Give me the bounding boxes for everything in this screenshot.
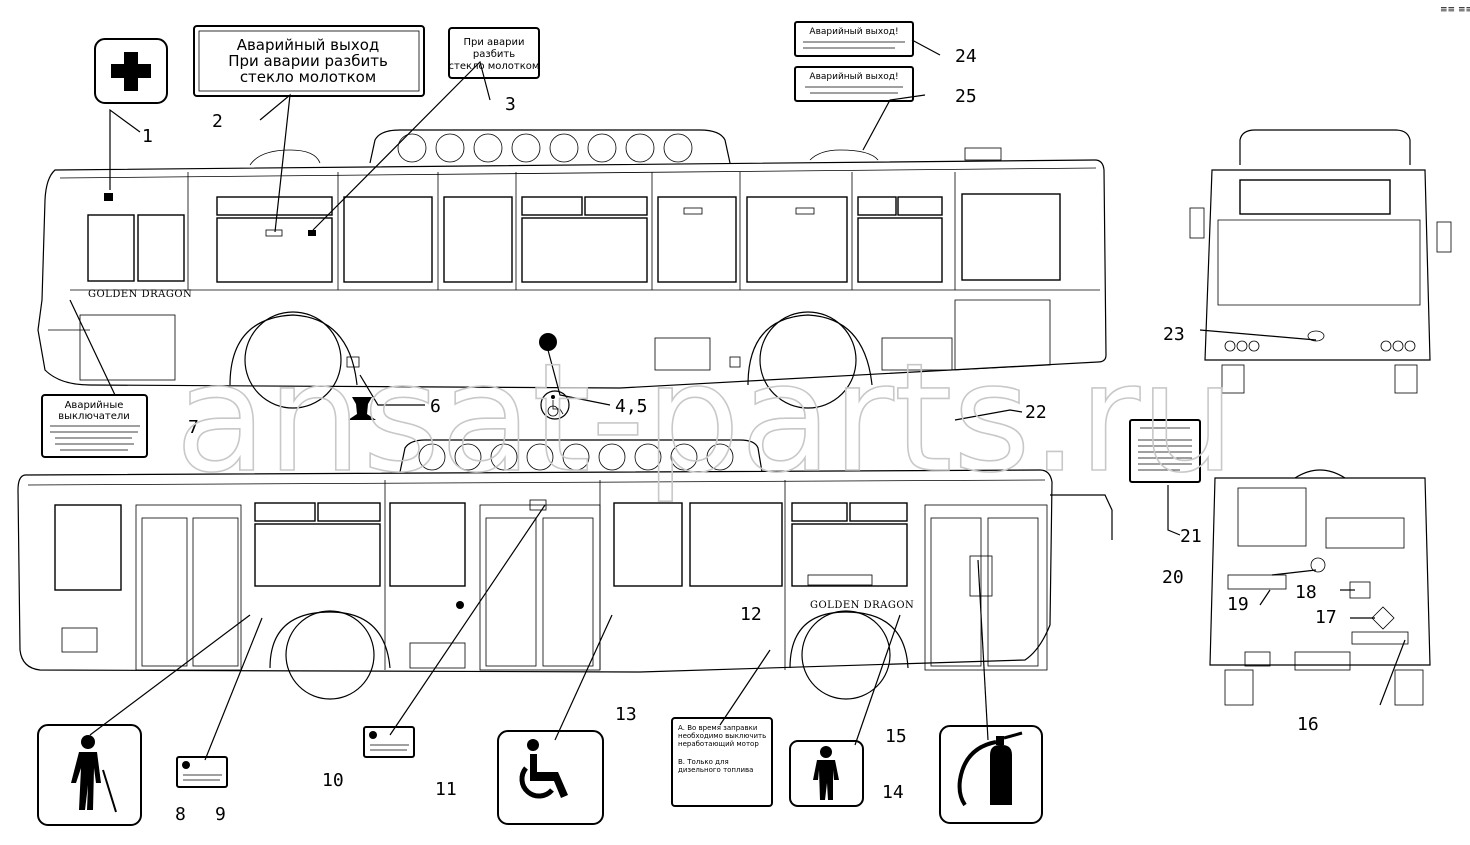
callout-25: 25 xyxy=(955,86,977,107)
bus-side-view-bottom: GOLDEN DRAGON xyxy=(17,439,1113,700)
callout-16: 16 xyxy=(1297,714,1319,735)
callout-4-5: 4,5 xyxy=(615,396,648,417)
sticker-24: Аварийный выход! xyxy=(794,21,914,57)
callout-15: 15 xyxy=(885,726,907,747)
callout-23: 23 xyxy=(1163,324,1185,345)
sticker-fuel: А. Во время заправки необходимо выключит… xyxy=(671,717,773,807)
sticker-25: Аварийный выход! xyxy=(794,66,914,102)
callout-17: 17 xyxy=(1315,607,1337,628)
callout-18: 18 xyxy=(1295,582,1317,603)
dark-circle-sticker xyxy=(539,333,557,351)
wheelchair-small-icon xyxy=(540,390,570,420)
fire-extinguisher-icon xyxy=(957,731,1023,807)
callout-9: 9 xyxy=(215,804,226,825)
callout-1: 1 xyxy=(142,126,153,147)
callout-11: 11 xyxy=(435,779,457,800)
svg-text:Аварийный выход!: Аварийный выход! xyxy=(809,27,898,37)
svg-text:разбить: разбить xyxy=(473,49,515,60)
brand-text-top: GOLDEN DRAGON xyxy=(88,289,192,300)
svg-text:При аварии разбить: При аварии разбить xyxy=(228,52,388,70)
sticker-9 xyxy=(176,756,228,788)
watermark: ansat-parts.ru xyxy=(175,332,1235,506)
svg-text:Аварийные: Аварийные xyxy=(65,400,124,411)
callout-24: 24 xyxy=(955,46,977,67)
callout-2: 2 xyxy=(212,111,223,132)
svg-text:При аварии: При аварии xyxy=(463,37,524,48)
sticker-emergency-exit: Аварийный выход При аварии разбить стекл… xyxy=(193,25,425,97)
svg-text:стекло молотком: стекло молотком xyxy=(449,61,540,72)
callout-21: 21 xyxy=(1180,526,1202,547)
sticker-fire-extinguisher xyxy=(939,725,1043,824)
bus-front-view xyxy=(1189,129,1452,394)
brand-text-bottom: GOLDEN DRAGON xyxy=(810,600,914,611)
callout-6: 6 xyxy=(430,396,441,417)
sticker-10 xyxy=(363,726,415,758)
svg-text:выключатели: выключатели xyxy=(58,411,130,422)
hammer-icon xyxy=(348,397,376,420)
callout-3: 3 xyxy=(505,94,516,115)
wheelchair-icon xyxy=(519,739,568,799)
sticker-blind-person xyxy=(37,724,142,826)
page-mark: ≡≡ ≡≡≡ xyxy=(1440,5,1470,15)
callout-12: 12 xyxy=(740,604,762,625)
svg-text:Аварийный выход!: Аварийный выход! xyxy=(809,72,898,82)
svg-text:стекло молотком: стекло молотком xyxy=(240,68,376,86)
callout-19: 19 xyxy=(1227,594,1249,615)
bus-rear-view xyxy=(1209,469,1431,706)
callout-10: 10 xyxy=(322,770,344,791)
sticker-emergency-switches: Аварийные выключатели xyxy=(41,394,148,458)
first-aid-icon xyxy=(111,52,151,91)
svg-text:Аварийный выход: Аварийный выход xyxy=(237,36,380,54)
bus-side-view-top: GOLDEN DRAGON xyxy=(37,129,1107,409)
callout-8: 8 xyxy=(175,804,186,825)
sticker-wheelchair xyxy=(497,730,604,825)
callout-22: 22 xyxy=(1025,402,1047,423)
callout-labels: 1 2 3 6 4,5 7 22 24 25 23 21 20 19 18 17… xyxy=(142,46,1337,825)
child-icon xyxy=(813,746,839,800)
sticker-first-aid xyxy=(94,38,168,104)
callout-7: 7 xyxy=(188,417,199,438)
sticker-break-glass: При аварии разбить стекло молотком xyxy=(448,27,540,79)
callout-13: 13 xyxy=(615,704,637,725)
callout-20: 20 xyxy=(1162,567,1184,588)
callout-14: 14 xyxy=(882,782,904,803)
sticker-21 xyxy=(1129,419,1201,483)
blind-person-icon xyxy=(71,735,117,813)
sticker-child xyxy=(789,740,864,807)
